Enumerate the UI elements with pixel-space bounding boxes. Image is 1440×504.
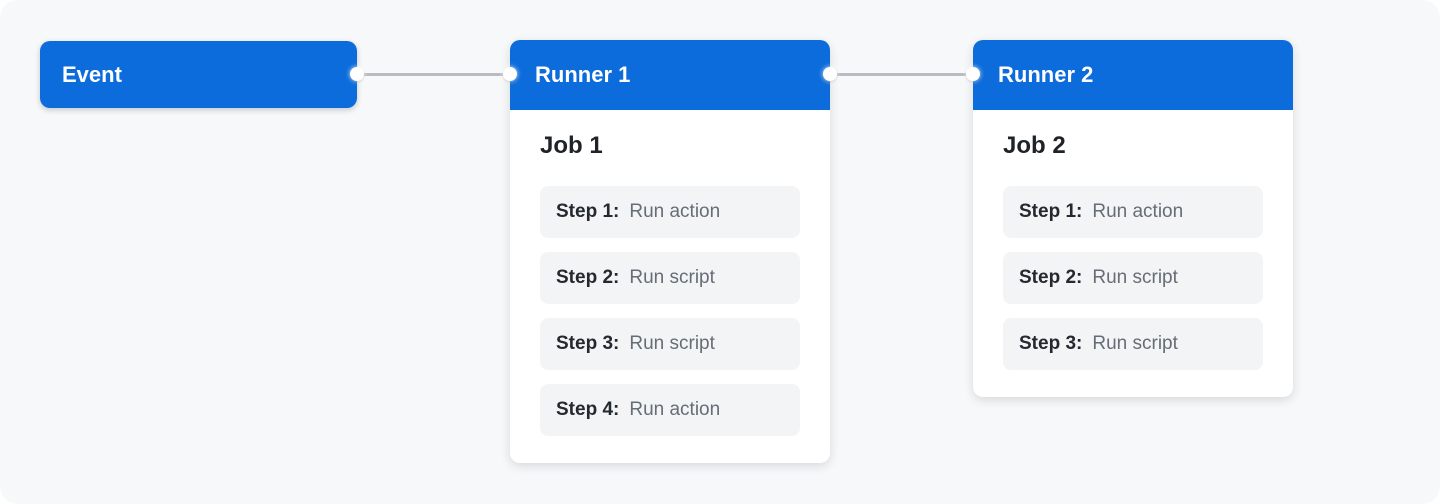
job-1-title: Job 1 — [540, 132, 603, 159]
step-action: Run action — [629, 201, 721, 222]
runner-2-header: Runner 2 — [973, 40, 1293, 110]
step-label: Step 1: — [556, 201, 620, 222]
runner-1-header: Runner 1 — [510, 40, 830, 110]
runner-1-title: Runner 1 — [535, 62, 631, 87]
connector-dot-event-right — [350, 67, 364, 81]
step-item: Step 3: Run script — [1003, 318, 1263, 370]
step-item: Step 2: Run script — [540, 252, 800, 304]
step-action: Run script — [1092, 333, 1178, 354]
event-node: Event — [40, 41, 357, 108]
job-2-title: Job 2 — [1003, 132, 1066, 159]
connector-line-event-runner1 — [357, 73, 510, 76]
step-item: Step 4: Run action — [540, 384, 800, 436]
step-item: Step 3: Run script — [540, 318, 800, 370]
connector-dot-runner1-left — [503, 67, 517, 81]
step-action: Run script — [629, 333, 715, 354]
step-label: Step 2: — [556, 267, 620, 288]
step-label: Step 3: — [556, 333, 620, 354]
step-action: Run action — [1092, 201, 1184, 222]
step-item: Step 1: Run action — [540, 186, 800, 238]
step-action: Run script — [629, 267, 715, 288]
step-action: Run script — [1092, 267, 1178, 288]
connector-dot-runner1-right — [823, 67, 837, 81]
step-label: Step 4: — [556, 399, 620, 420]
step-item: Step 2: Run script — [1003, 252, 1263, 304]
step-action: Run action — [629, 399, 721, 420]
connector-line-runner1-runner2 — [830, 73, 973, 76]
step-label: Step 2: — [1019, 267, 1083, 288]
connector-dot-runner2-left — [966, 67, 980, 81]
runner-2-title: Runner 2 — [998, 62, 1094, 87]
step-item: Step 1: Run action — [1003, 186, 1263, 238]
step-label: Step 3: — [1019, 333, 1083, 354]
event-label: Event — [62, 61, 122, 87]
step-label: Step 1: — [1019, 201, 1083, 222]
